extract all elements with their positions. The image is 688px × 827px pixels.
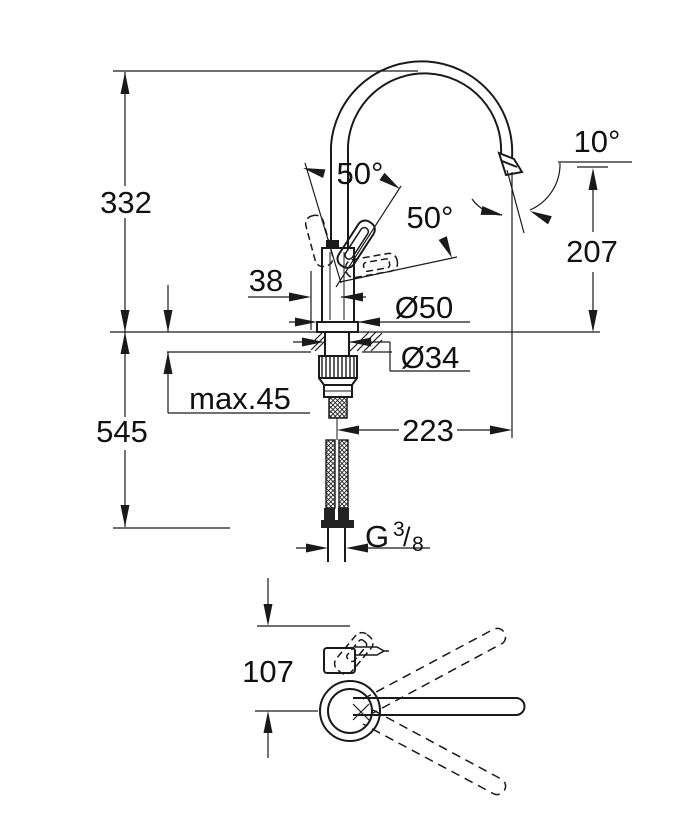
threaded-stud: [328, 396, 348, 419]
dimension-labels: 332 545 max.45 38 Ø50 Ø34 223 207 10° 50…: [96, 124, 620, 689]
aerator: [497, 151, 524, 177]
lever-handle-solid: [336, 219, 376, 269]
dim-outlet-angle-label: 10°: [574, 124, 621, 159]
stream-tilted-line: [506, 169, 525, 234]
base-flange: [316, 321, 359, 333]
spout-riser: [330, 146, 349, 248]
dim-hole-diameter-label: Ø34: [401, 340, 460, 375]
shank: [324, 332, 350, 356]
center-x-mark: [352, 703, 370, 721]
spout-plan-solid: [353, 697, 526, 716]
base-circle-outer: [319, 680, 381, 742]
dim-total-height-label: 545: [96, 414, 148, 449]
mounting-nut-ribs: [321, 357, 355, 377]
flex-hose-right: [338, 439, 349, 509]
swivel-arc-right: [529, 162, 561, 211]
dim-107: [255, 578, 350, 758]
lever-pivot-block: [326, 240, 339, 249]
thread-prefix-label: G: [365, 519, 389, 554]
dim-base-diameter-label: Ø50: [395, 290, 454, 325]
connection-nut: [321, 520, 354, 528]
hose-fitting-right: [338, 508, 349, 520]
angle-legs: [304, 162, 458, 288]
dim-counter-thickness-label: max.45: [189, 381, 291, 416]
lever-handle-dashed-down: [344, 252, 399, 279]
counter-section: [110, 331, 600, 353]
mounting-nut: [318, 355, 358, 379]
dim-handle-angle-lower-label: 50°: [407, 200, 454, 235]
dimension-lines: [113, 70, 632, 529]
mounting-nut-taper: [318, 377, 358, 386]
lever-handle-dashed-up: [304, 214, 334, 268]
dim-spout-reach-label: 223: [402, 413, 454, 448]
hose-fitting-left: [324, 508, 335, 520]
connection-tube: [327, 528, 346, 562]
flex-hose-left: [325, 439, 336, 509]
dim-spout-height-label: 332: [100, 185, 152, 220]
spout-inner-arc: [347, 72, 503, 155]
thread-numerator-label: 3: [393, 518, 405, 541]
dim-outlet-height-label: 207: [566, 234, 618, 269]
base-circle-inner: [327, 688, 373, 734]
thread-denominator-label: 8: [412, 533, 424, 556]
faucet-top-view: [319, 627, 526, 796]
dim-back-offset-label: 38: [249, 263, 283, 298]
undercounter-parts: [318, 332, 358, 562]
spout-outer-arc: [330, 60, 514, 159]
faucet-side-view: [304, 60, 524, 333]
dim-107-lines: [255, 578, 350, 758]
lever-plan-dashed: [333, 631, 374, 675]
body-plan: [323, 647, 356, 674]
lever-plan-solid: [355, 646, 389, 656]
dim-handle-clearance-label: 107: [242, 654, 294, 689]
spout-plan-dashed-up: [362, 627, 507, 714]
thread-slash-label: /: [403, 522, 411, 552]
dim-handle-angle-upper-label: 50°: [337, 156, 384, 191]
spout-plan-dashed-down: [362, 709, 507, 796]
